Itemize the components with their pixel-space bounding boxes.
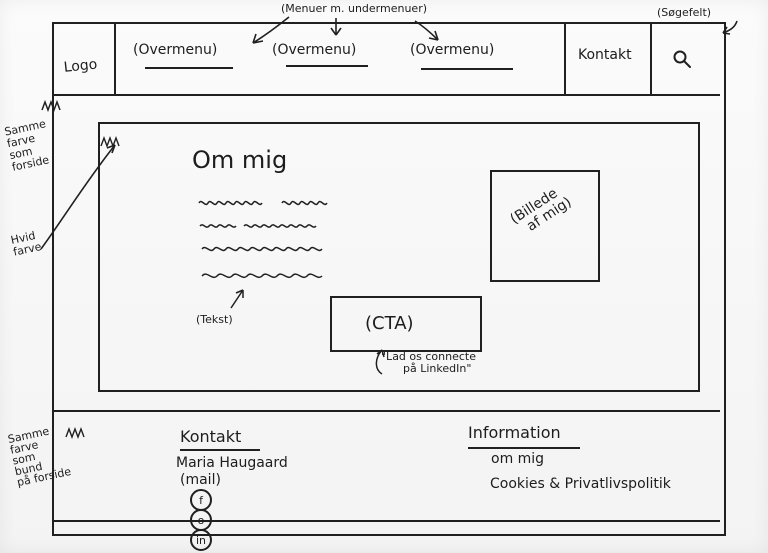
menu-item-3[interactable]: (Overmenu): [410, 42, 495, 58]
menu-item-1-underline: [145, 67, 233, 69]
search-note-arrow: [722, 20, 738, 35]
side-note-arrow: [40, 144, 116, 250]
footer-info-link-policy[interactable]: Cookies & Privatlivspolitik: [490, 476, 671, 492]
profile-photo-placeholder: [490, 170, 600, 282]
cta-button[interactable]: [330, 296, 482, 352]
cta-note-arrow: [375, 349, 385, 375]
hero-section: [98, 122, 700, 392]
top-menu-note: (Menuer m. undermenuer): [281, 2, 428, 15]
text-note-arrow: [230, 289, 244, 309]
facebook-icon[interactable]: f: [190, 489, 212, 511]
zigzag-icon: [41, 99, 61, 113]
footer-contact-heading: Kontakt: [180, 427, 242, 446]
search-icon[interactable]: [670, 47, 694, 71]
instagram-icon[interactable]: o: [190, 509, 212, 531]
header-bar: [54, 22, 720, 96]
footer-info-link-about[interactable]: om mig: [491, 451, 545, 467]
header-divider-2: [564, 22, 566, 94]
footer-contact-name: Maria Haugaard: [176, 455, 288, 471]
contact-link[interactable]: Kontakt: [578, 47, 632, 63]
footer-contact-underline: [180, 449, 260, 451]
footer-info-heading: Information: [468, 423, 561, 442]
top-note-arrows: [252, 16, 439, 44]
hero-text-placeholder: [198, 200, 328, 279]
header-divider-3: [650, 22, 652, 94]
zigzag-icon-hero: [100, 136, 120, 148]
menu-item-2-underline: [286, 65, 368, 67]
linkedin-icon[interactable]: in: [190, 529, 212, 551]
hero-title: Om mig: [192, 146, 288, 174]
wireframe-page: [52, 22, 726, 536]
footer-contact-mail[interactable]: (mail): [180, 472, 221, 488]
header-divider-1: [114, 22, 116, 94]
zigzag-icon-footer: [65, 427, 85, 439]
menu-item-1[interactable]: (Overmenu): [133, 42, 218, 58]
search-note: (Søgefelt): [657, 6, 712, 19]
footer-section: [54, 410, 720, 522]
cta-note: "Lad os connecte på LinkedIn": [381, 350, 476, 375]
menu-item-2[interactable]: (Overmenu): [272, 42, 357, 58]
cta-label: (CTA): [365, 313, 414, 334]
footer-info-underline: [468, 447, 580, 449]
menu-item-3-underline: [421, 68, 513, 70]
hero-text-note: (Tekst): [196, 313, 233, 326]
